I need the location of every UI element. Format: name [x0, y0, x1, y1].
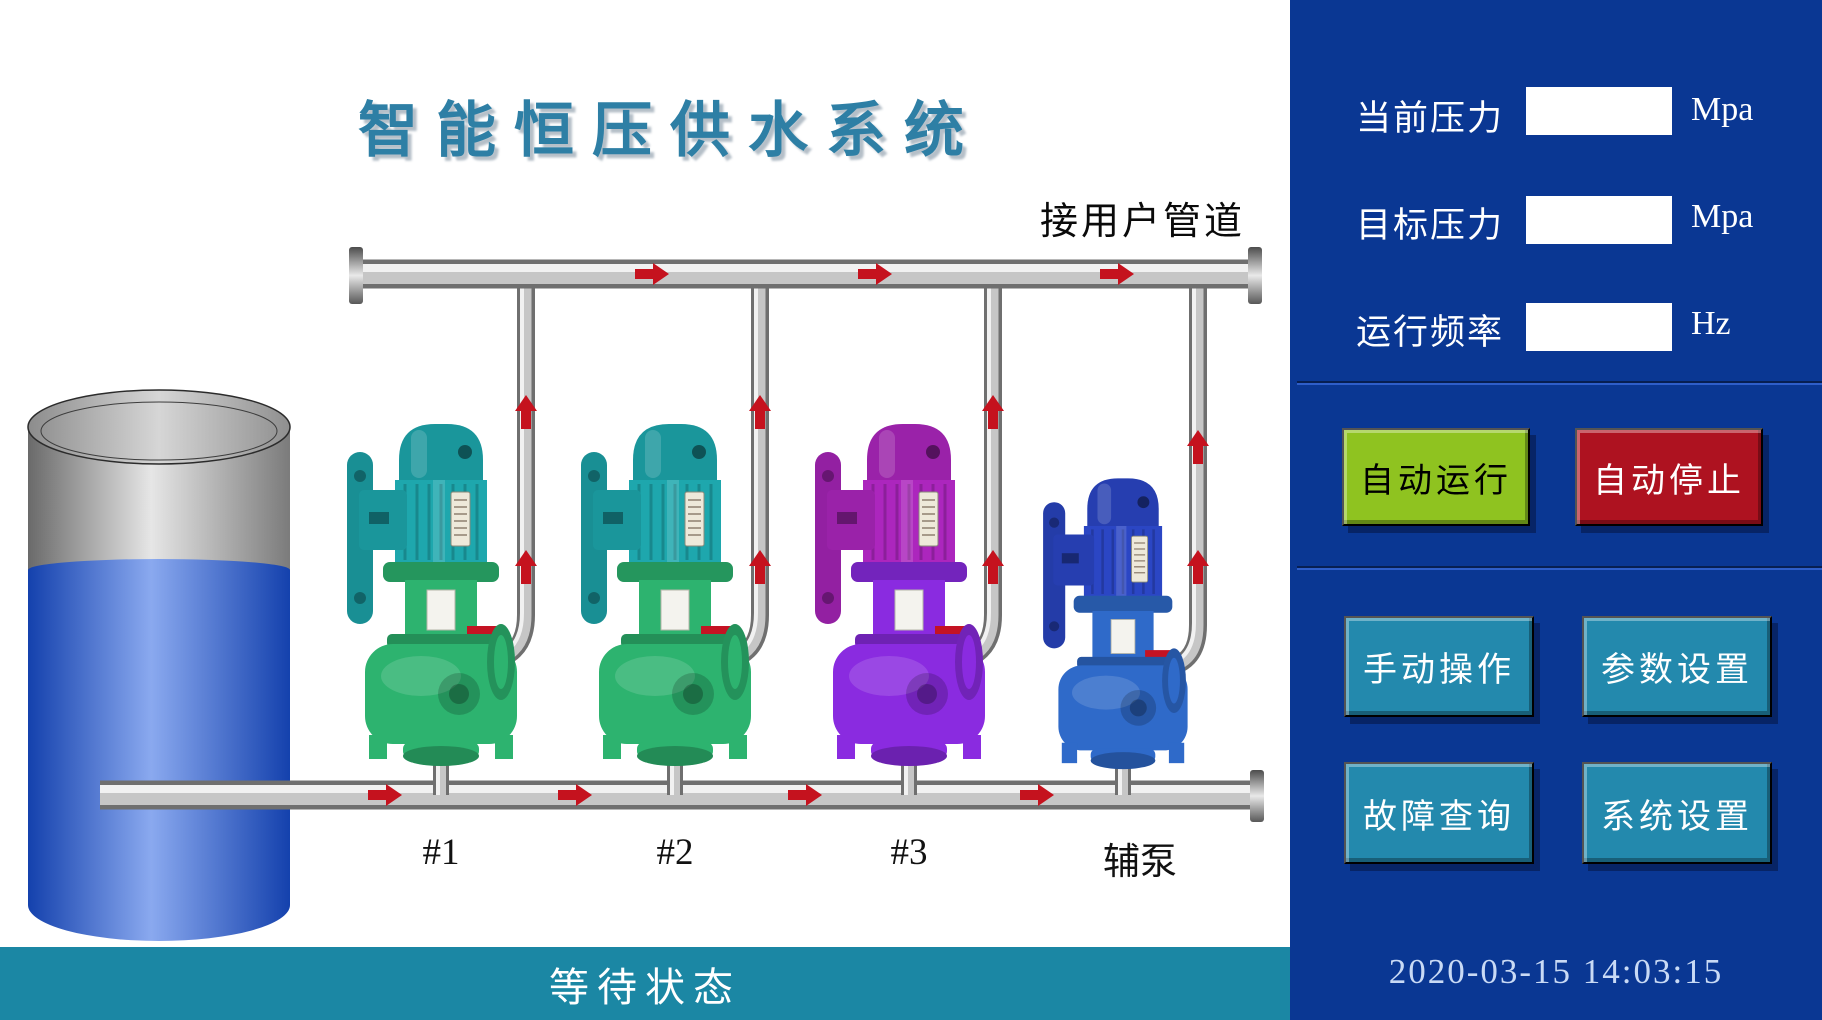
run-frequency-input[interactable]: [1526, 303, 1672, 351]
pump-aux: [1041, 477, 1189, 771]
water-system-diagram: [27, 247, 1290, 941]
pump-2-label: #2: [656, 832, 694, 873]
system-settings-button[interactable]: 系统设置: [1582, 762, 1772, 864]
fault-query-button[interactable]: 故障查询: [1344, 762, 1534, 864]
current-pressure-label: 当前压力: [1356, 99, 1505, 138]
target-pressure-input[interactable]: [1526, 196, 1672, 244]
water-tank: [27, 389, 291, 941]
main-panel: 智能恒压供水系统 接用户管道 #1 #2 #3 辅泵 等待状态: [0, 97, 1290, 1020]
pipe-flange-bottom-right: [1250, 770, 1264, 822]
sidebar-divider-top: [1297, 381, 1822, 385]
pump-3-label: #3: [890, 832, 928, 873]
target-pressure-label: 目标压力: [1356, 206, 1505, 245]
page-title: 智能恒压供水系统: [358, 97, 982, 165]
pump-2: [579, 422, 753, 768]
pump-3: [813, 422, 987, 768]
pipe-flange-top-right: [1248, 247, 1262, 304]
status-bar: 等待状态: [0, 947, 1290, 1020]
parameter-settings-button[interactable]: 参数设置: [1582, 616, 1772, 717]
current-pressure-input[interactable]: [1526, 87, 1672, 135]
current-pressure-unit: Mpa: [1691, 91, 1754, 128]
status-text: 等待状态: [549, 964, 741, 1010]
pump-1: [345, 422, 519, 768]
pipe-flange-top-left: [349, 247, 363, 304]
pump-aux-label: 辅泵: [1103, 842, 1177, 883]
pipework: [100, 247, 1264, 822]
datetime-display: 2020-03-15 14:03:15: [1388, 952, 1724, 991]
control-sidebar: 当前压力 Mpa 目标压力 Mpa 运行频率 Hz 自动运行 自动停止 手动操作…: [1290, 0, 1822, 1020]
auto-run-button[interactable]: 自动运行: [1342, 428, 1530, 526]
run-frequency-label: 运行频率: [1356, 313, 1505, 352]
pump-1-label: #1: [422, 832, 460, 873]
run-frequency-unit: Hz: [1691, 305, 1731, 342]
auto-stop-button[interactable]: 自动停止: [1575, 428, 1763, 526]
sidebar-divider-bottom: [1297, 566, 1822, 570]
target-pressure-unit: Mpa: [1691, 198, 1754, 235]
manual-operation-button[interactable]: 手动操作: [1344, 616, 1534, 717]
user-pipeline-label: 接用户管道: [1040, 201, 1246, 243]
